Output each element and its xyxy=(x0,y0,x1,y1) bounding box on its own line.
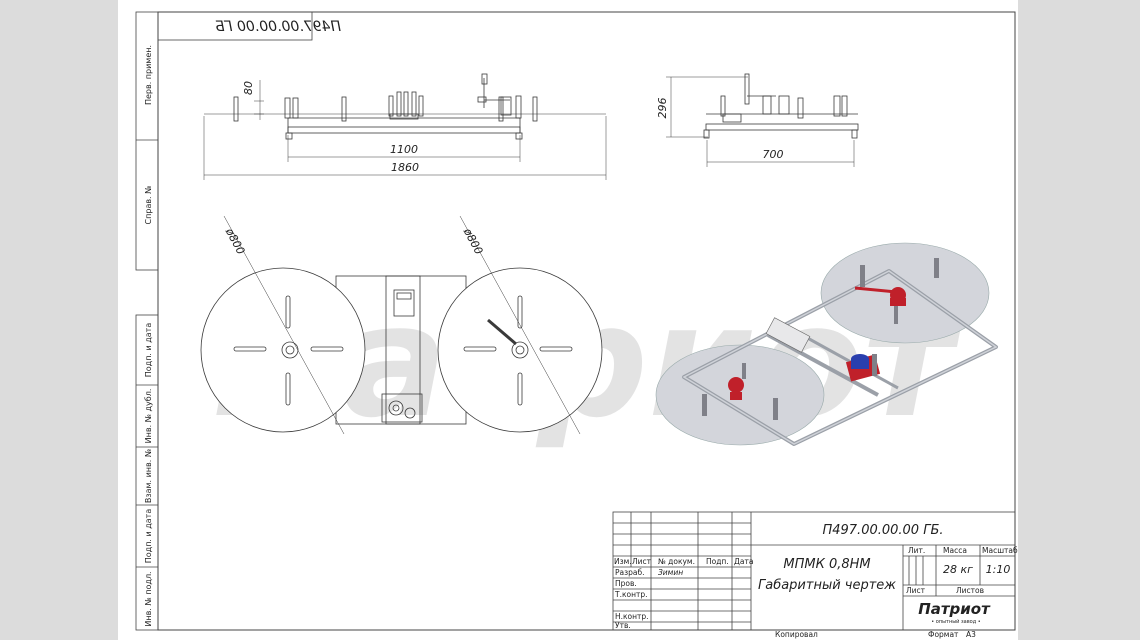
dim-front-height: 80 xyxy=(242,81,255,95)
svg-text:Листов: Листов xyxy=(956,586,984,595)
svg-text:Лист: Лист xyxy=(632,557,652,566)
svg-text:Утв.: Утв. xyxy=(615,621,631,630)
product-name: МПМК 0,8НМ xyxy=(783,557,870,572)
svg-text:Дата: Дата xyxy=(734,557,753,566)
scale-value: 1:10 xyxy=(986,563,1011,576)
side-strip xyxy=(135,11,159,631)
top-code-box: П497.00.00.00 ГБ xyxy=(157,11,341,41)
svg-text:Инв. № подл.: Инв. № подл. xyxy=(144,571,153,626)
svg-text:Масштаб: Масштаб xyxy=(982,546,1018,555)
company-logo: Патриот • опытный завод • xyxy=(918,600,991,625)
svg-text:Подп. и дата: Подп. и дата xyxy=(144,323,153,378)
front-view xyxy=(203,73,607,180)
svg-text:Перв. примен.: Перв. примен. xyxy=(144,45,153,105)
svg-text:Подп. и дата: Подп. и дата xyxy=(144,509,153,564)
side-view xyxy=(666,73,859,167)
svg-text:Справ. №: Справ. № xyxy=(144,185,153,225)
title-block xyxy=(612,511,1016,631)
isometric-view xyxy=(655,242,998,446)
svg-text:Формат: Формат xyxy=(928,630,959,639)
svg-text:Копировал: Копировал xyxy=(775,630,818,639)
svg-text:Лит.: Лит. xyxy=(908,546,925,555)
drawing-canvas: Патриот П497.00.00.00 ГБ Перв. примен. С… xyxy=(135,11,1018,639)
svg-text:Т.контр.: Т.контр. xyxy=(614,590,648,599)
dim-side-width: 700 xyxy=(763,148,784,161)
code-top-mirrored: П497.00.00.00 ГБ xyxy=(215,19,341,35)
title-block-text: П497.00.00.00 ГБ. Изм. Лист № докум. Под… xyxy=(614,523,1018,639)
top-view xyxy=(200,215,603,435)
code-block: П497.00.00.00 ГБ. xyxy=(822,523,943,538)
svg-text:Масса: Масса xyxy=(943,546,967,555)
svg-text:№ докум.: № докум. xyxy=(658,557,695,566)
svg-text:Подп.: Подп. xyxy=(706,557,729,566)
svg-text:Пров.: Пров. xyxy=(615,579,637,588)
dim-front-base: 1100 xyxy=(390,143,418,156)
top-view-labels: ø800 ø800 xyxy=(222,225,485,256)
front-view-labels: 80 1100 1860 xyxy=(242,81,419,174)
format-value: А3 xyxy=(966,630,976,639)
side-labels: Перв. примен. Справ. № Подп. и дата Инв.… xyxy=(144,45,153,627)
svg-text:Взам. инв. №: Взам. инв. № xyxy=(144,448,153,503)
svg-text:Лист: Лист xyxy=(906,586,926,595)
dim-dia-right: ø800 xyxy=(460,225,485,256)
side-view-labels: 296 700 xyxy=(656,98,784,162)
svg-text:Инв. № дубл.: Инв. № дубл. xyxy=(144,389,153,444)
dim-front-total: 1860 xyxy=(391,161,419,174)
doc-title: Габаритный чертеж xyxy=(758,578,896,593)
svg-text:Изм.: Изм. xyxy=(614,557,632,566)
developer-name: Зимин xyxy=(658,568,683,577)
svg-text:• опытный завод •: • опытный завод • xyxy=(931,618,981,625)
svg-text:Патриот: Патриот xyxy=(918,600,991,618)
mass-value: 28 кг xyxy=(943,563,973,576)
svg-text:Разраб.: Разраб. xyxy=(615,568,644,577)
svg-text:Н.контр.: Н.контр. xyxy=(615,612,649,621)
dim-dia-left: ø800 xyxy=(222,225,247,256)
dim-side-height: 296 xyxy=(656,98,669,119)
drawing-sheet: Патриот П497.00.00.00 ГБ Перв. примен. С… xyxy=(118,0,1018,640)
